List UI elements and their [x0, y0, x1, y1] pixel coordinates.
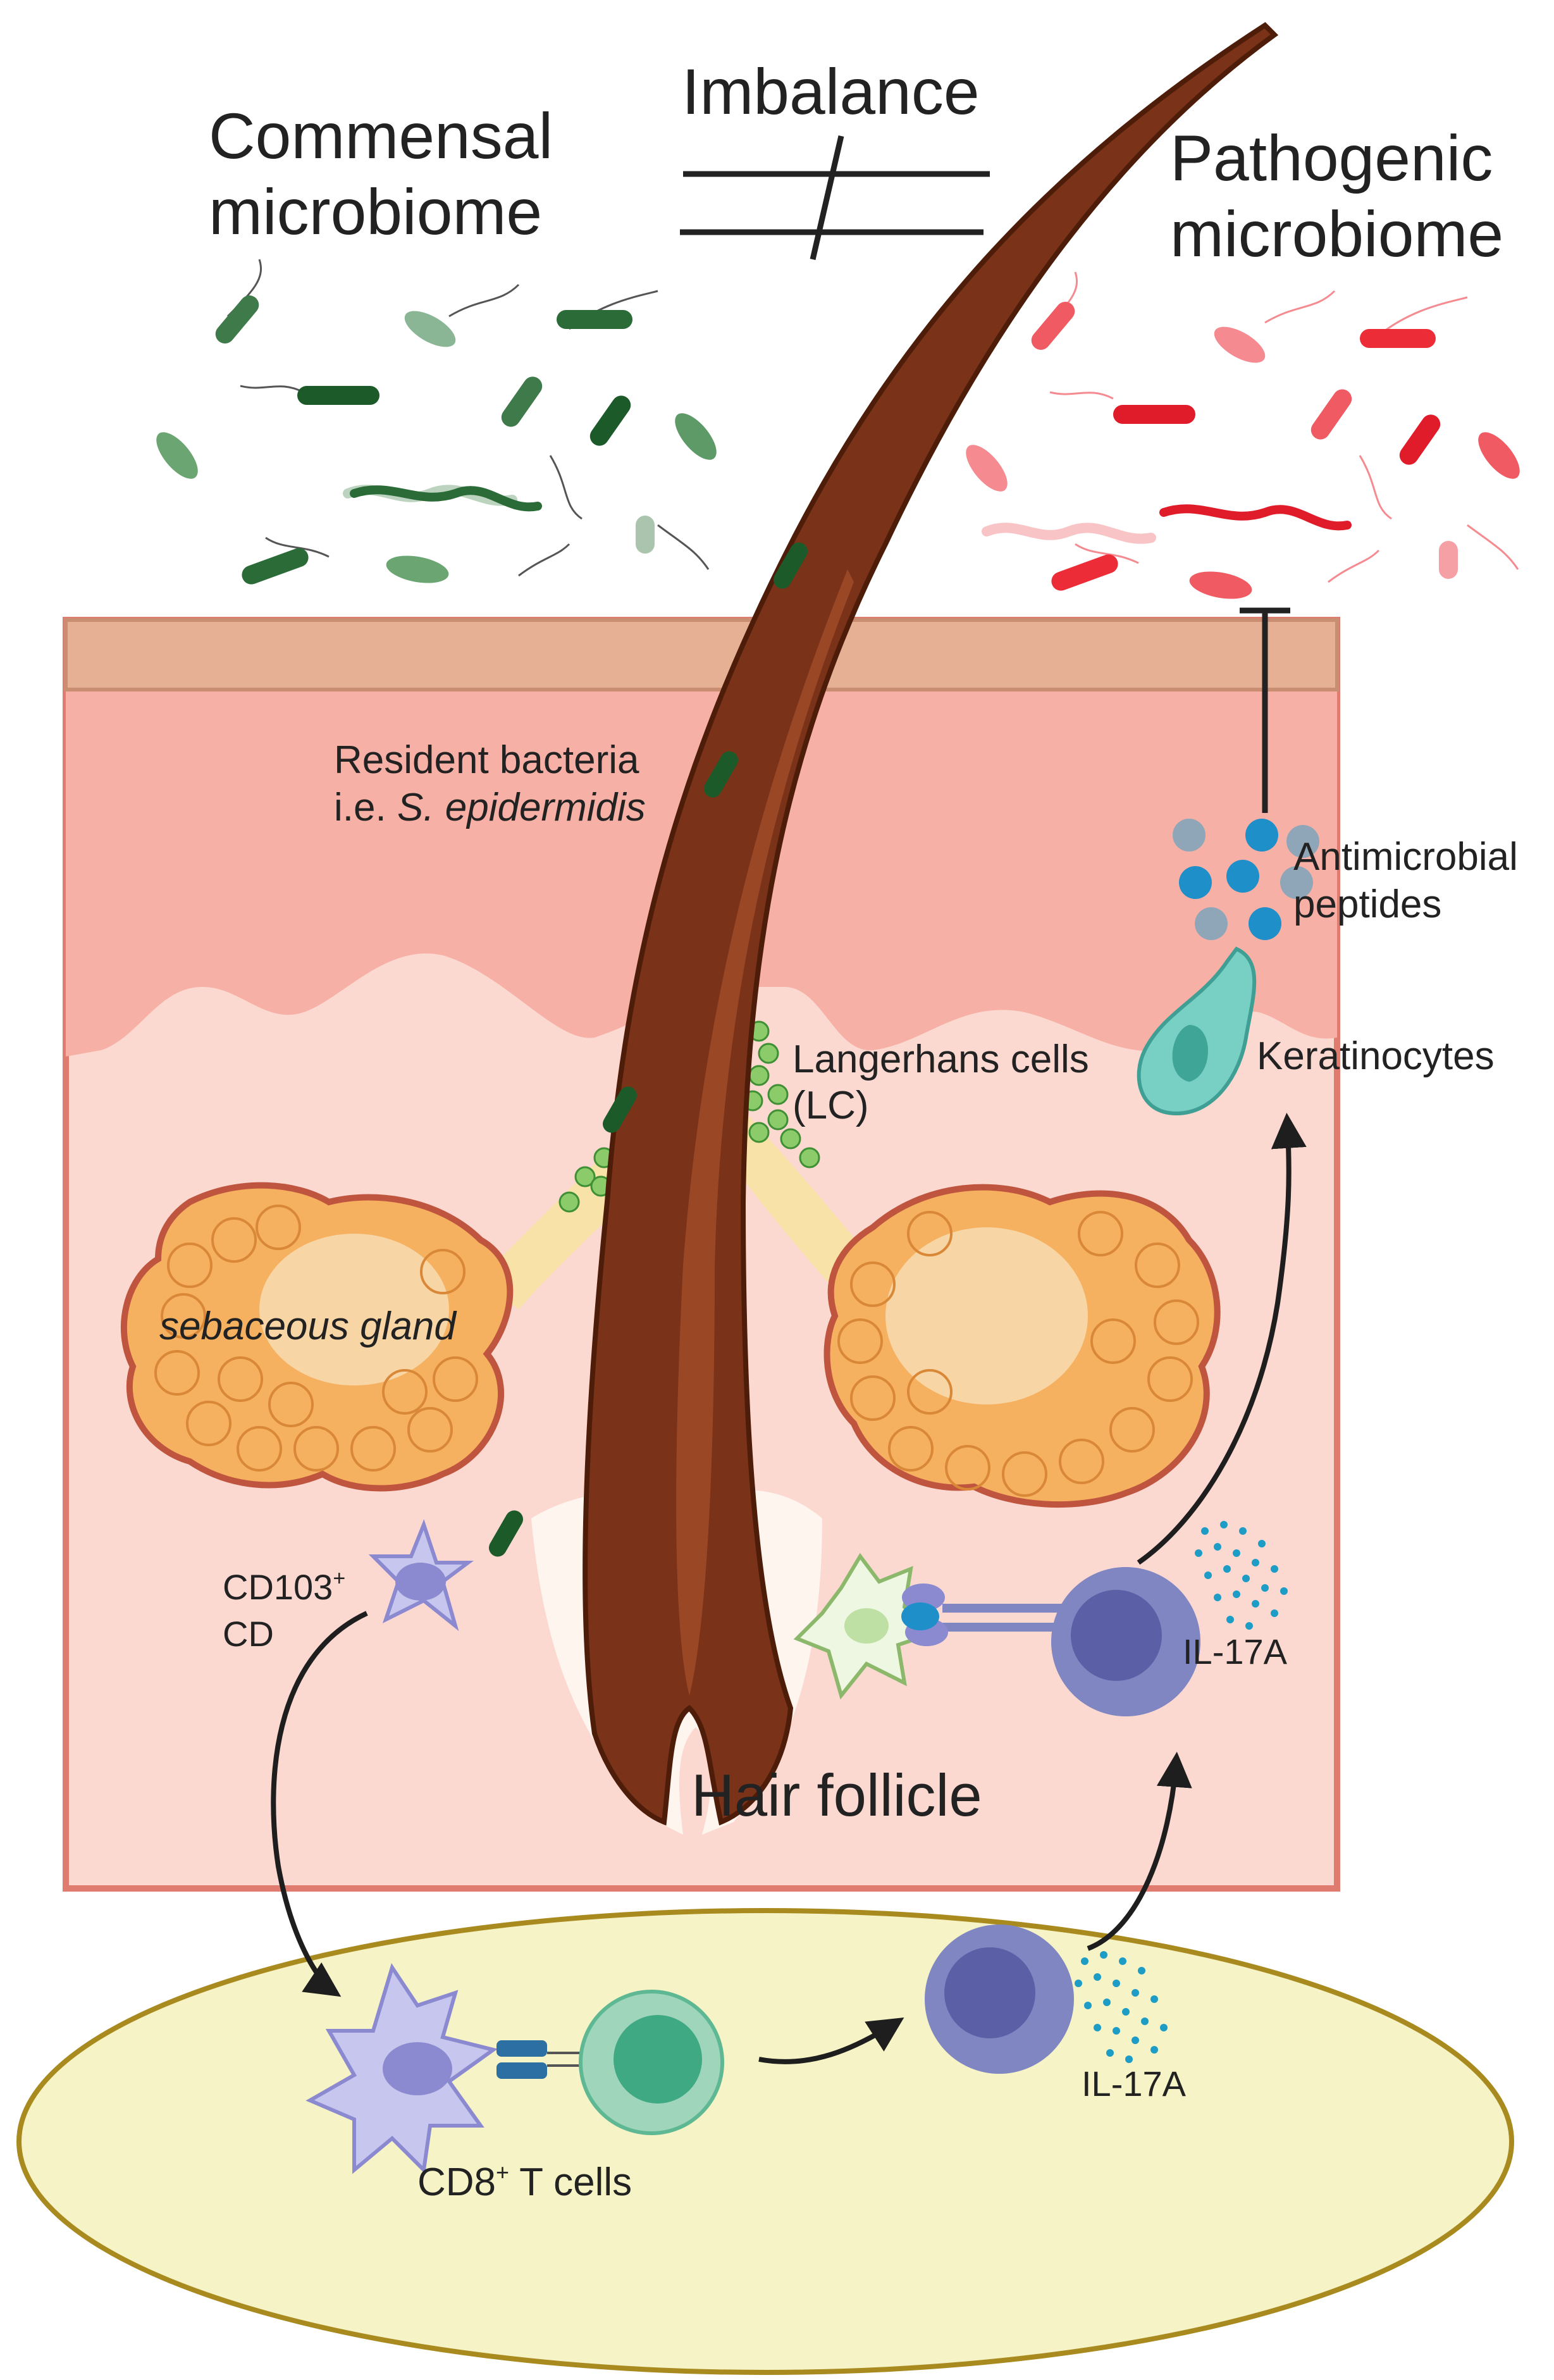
labels: Commensal microbiome Imbalance Pathogeni… [159, 56, 1518, 2204]
antimicrobial-peptides [1173, 819, 1319, 940]
pathogenic-curved [966, 445, 1008, 492]
sebaceous-gland-left [120, 1126, 651, 1492]
pathogenic-spirochete [1159, 504, 1352, 531]
commensal-bacteria [156, 259, 717, 585]
commensal-curved [386, 555, 449, 583]
sebocyte-cells-right [837, 1211, 1199, 1497]
label-peptides: peptides [1293, 883, 1441, 926]
cd8-t-cell-activated [925, 1924, 1074, 2074]
il17a-dots-node [1075, 1951, 1168, 2063]
label-hair-follicle: Hair follicle [691, 1762, 982, 1828]
commensal-rod [501, 376, 543, 427]
label-il17a-node: IL-17A [1082, 2064, 1187, 2104]
label-resident-bacteria: Resident bacteria [334, 738, 639, 782]
label-cd103: CD103+ [223, 1566, 345, 1607]
commensal-curved [404, 311, 456, 347]
pathogenic-curved [1214, 326, 1266, 363]
label-pathogenic-2: microbiome [1170, 198, 1503, 270]
keratinocyte [1137, 946, 1257, 1116]
commensal-rod [215, 295, 259, 344]
sebaceous-gland-right [727, 1113, 1221, 1508]
label-antimicrobial: Antimicrobial [1293, 835, 1518, 879]
arrow-tcell-activation [758, 2017, 904, 2064]
pathogenic-rod [1360, 329, 1436, 348]
pathogenic-rod [1031, 302, 1075, 350]
label-resident-prefix: i.e. [334, 786, 397, 829]
label-cd103-sup: + [333, 1566, 345, 1590]
arrow-cd103-to-node [271, 1611, 368, 1997]
label-cd103-main: CD103 [223, 1567, 333, 1607]
pathogenic-curved [1478, 432, 1520, 479]
label-pathogenic: Pathogenic [1170, 122, 1493, 194]
arrow-tcell-to-keratinocyte [1137, 1112, 1307, 1565]
cd8-t-cell-naive [579, 1990, 724, 2135]
il17a-dots-skin [1195, 1521, 1288, 1630]
label-cd8-prefix: CD8 [417, 2160, 496, 2204]
sebocyte-cells-left [154, 1205, 478, 1472]
gland-core-right [885, 1227, 1088, 1404]
label-sebaceous-gland: sebaceous gland [159, 1305, 457, 1348]
pathogenic-rod [1439, 541, 1458, 579]
pathogenic-rod [1113, 405, 1195, 424]
pathogenic-rod [1399, 414, 1441, 465]
dermal-apc [793, 1553, 940, 1700]
commensal-curved [156, 432, 198, 479]
commensal-rod [557, 310, 632, 329]
pathogenic-bacteria [966, 271, 1520, 599]
arrow-node-to-skin [1087, 1751, 1192, 1951]
hair-shaft [583, 22, 1279, 1826]
sebaceous-duct-right [727, 1113, 866, 1291]
label-cd8-suffix: T cells [509, 2160, 632, 2204]
commensal-rod [297, 386, 379, 405]
label-langerhans: Langerhans cells [792, 1038, 1089, 1081]
resident-bacteria [489, 542, 808, 1557]
commensal-spirochete [350, 485, 542, 512]
pathogenic-curved [1189, 571, 1252, 599]
hair-follicle [531, 22, 1279, 1835]
label-cd8-sup: + [496, 2159, 509, 2185]
lymph-dendritic-cell [305, 1963, 498, 2174]
label-resident-bacteria-2: i.e. S. epidermidis [334, 786, 646, 829]
pathogenic-rod [1310, 389, 1352, 440]
label-langerhans-2: (LC) [792, 1084, 869, 1127]
imbalance-symbol [680, 135, 990, 261]
stratum-corneum [64, 618, 1339, 691]
label-cd8: CD8+ T cells [417, 2159, 632, 2204]
label-keratinocytes: Keratinocytes [1257, 1034, 1495, 1078]
pathogenic-rod [1051, 554, 1118, 591]
commensal-rod [242, 548, 309, 585]
label-resident-species: S. epidermidis [397, 786, 646, 829]
label-commensal: Commensal [209, 100, 553, 172]
gland-core-left [259, 1234, 449, 1385]
cd103-dendritic-cell [368, 1519, 474, 1632]
lymph-node [16, 1908, 1514, 2375]
label-commensal-2: microbiome [209, 176, 542, 248]
hair-medulla [676, 569, 854, 1695]
label-imbalance: Imbalance [682, 56, 980, 128]
arrows [271, 1112, 1307, 2064]
commensal-rod [636, 516, 655, 554]
dermal-t-cell [1051, 1567, 1200, 1716]
commensal-curved [675, 413, 717, 460]
label-cd103-2: CD [223, 1614, 274, 1654]
amp-inhibition [1240, 607, 1290, 813]
label-il17a-skin: IL-17A [1183, 1632, 1288, 1671]
commensal-rod [589, 395, 631, 446]
pathogenic-spirochete [982, 523, 1156, 544]
